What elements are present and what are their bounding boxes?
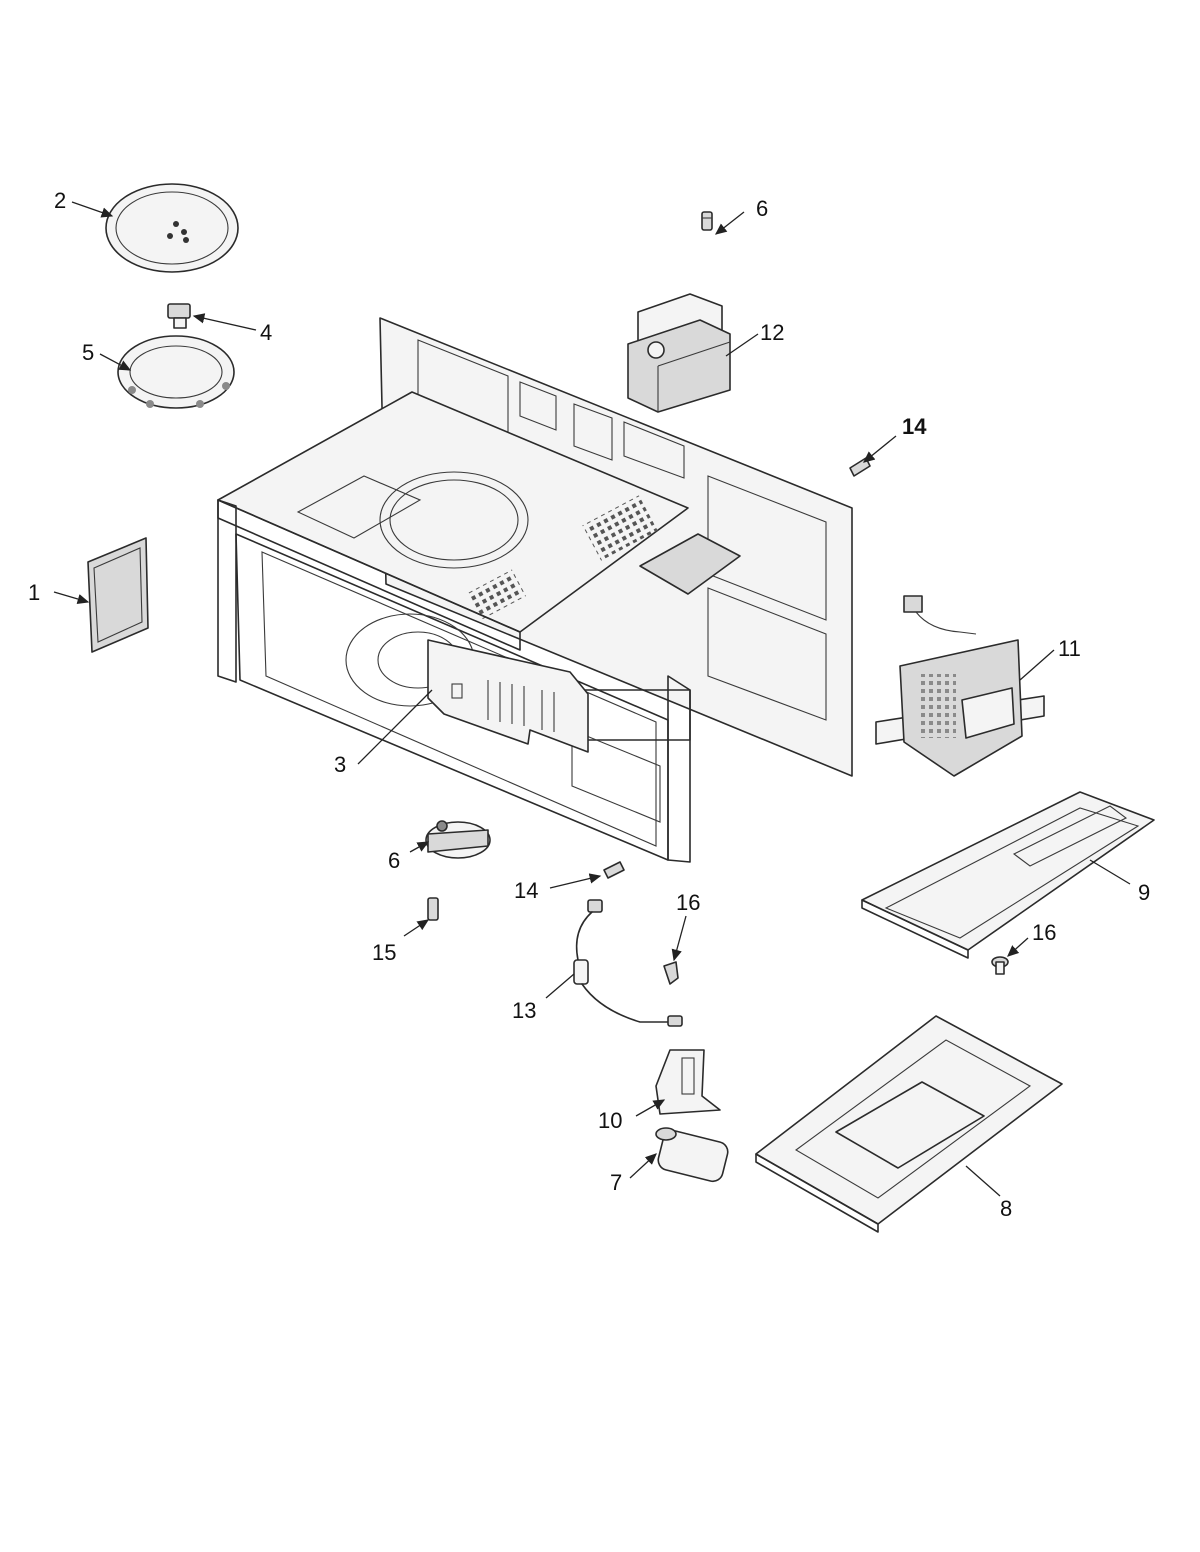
callout-5: 5 (82, 340, 94, 365)
leader-15 (403, 919, 430, 937)
screw-top (701, 211, 713, 231)
callout-6-motor: 6 (388, 848, 400, 873)
callout-12: 12 (760, 320, 784, 345)
callout-8: 8 (1000, 1196, 1012, 1221)
callout-15: 15 (372, 940, 396, 965)
callout-7: 7 (610, 1170, 622, 1195)
leader-12 (725, 333, 759, 357)
leader-4 (192, 313, 257, 331)
magnetron (627, 293, 731, 413)
leader-14a (862, 435, 897, 463)
high-voltage-transformer (875, 595, 1045, 777)
callout-13: 13 (512, 998, 536, 1023)
callout-2: 2 (54, 188, 66, 213)
lamp-bracket (655, 1049, 721, 1115)
control-bracket (427, 639, 589, 753)
leader-1 (53, 591, 90, 605)
top-plate (861, 791, 1155, 959)
callout-16-middle: 16 (676, 890, 700, 915)
bottom-plate (755, 1015, 1063, 1233)
leader-9 (1089, 859, 1131, 885)
screw-14-upper (849, 457, 871, 477)
screw-15 (427, 897, 439, 921)
leader-16a (671, 915, 687, 962)
leader-6b (409, 841, 430, 853)
leader-7 (629, 1153, 657, 1179)
lamp-socket (655, 1127, 729, 1183)
turntable-coupler (167, 303, 191, 329)
callout-11: 11 (1058, 636, 1081, 661)
callout-14-upper: 14 (902, 414, 927, 439)
callout-9: 9 (1138, 880, 1150, 905)
leader-13 (545, 973, 575, 999)
leader-14b (549, 873, 602, 889)
turntable-tray (105, 183, 239, 273)
screw-16-middle (663, 961, 679, 985)
callout-10: 10 (598, 1108, 622, 1133)
oven-cavity-chassis (217, 317, 853, 863)
leader-3 (357, 689, 433, 765)
roller-ring (117, 335, 235, 409)
callout-leaders (53, 201, 1131, 1197)
leader-5 (99, 353, 132, 371)
waveguide-cover (87, 537, 149, 653)
callout-labels: 1 2 3 4 5 6 6 7 8 9 10 11 12 13 14 14 15… (28, 188, 1150, 1221)
leader-16b (1007, 937, 1029, 957)
leader-10 (635, 1099, 666, 1117)
callout-3: 3 (334, 752, 346, 777)
callout-6-top: 6 (756, 196, 768, 221)
leader-6a (714, 211, 745, 235)
leader-8 (965, 1165, 1001, 1197)
turntable-motor (425, 820, 491, 859)
thermal-cutout-wire (573, 899, 683, 1027)
leader-2 (71, 201, 114, 218)
callout-16-right: 16 (1032, 920, 1056, 945)
callout-4: 4 (260, 320, 272, 345)
leader-11 (1019, 649, 1055, 681)
callout-14-lower: 14 (514, 878, 538, 903)
screw-14-lower (603, 861, 625, 879)
screw-16-right (991, 956, 1009, 975)
callout-1: 1 (28, 580, 40, 605)
